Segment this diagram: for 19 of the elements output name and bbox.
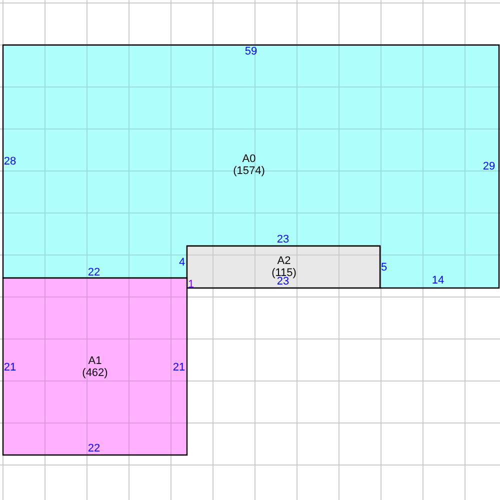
dimension-label: 22 <box>88 268 100 278</box>
area-label: A0 (1574) <box>233 153 265 177</box>
dimension-label: 23 <box>276 276 290 288</box>
dimension-label: 29 <box>482 162 496 172</box>
dimension-label: 5 <box>380 262 388 274</box>
dimension-label: 4 <box>178 258 186 268</box>
dimension-label: 23 <box>276 234 290 246</box>
dimension-label: 59 <box>244 46 258 58</box>
dimension-label: 21 <box>172 362 186 374</box>
dimension-label: 14 <box>432 276 444 286</box>
room-area <box>187 246 380 288</box>
dimension-label: 1 <box>188 280 194 290</box>
area-label: A2 (115) <box>272 255 296 279</box>
dimension-label: 22 <box>88 444 100 454</box>
area-label: A1 (462) <box>82 355 108 379</box>
dimension-label: 28 <box>4 156 16 168</box>
room-area <box>3 45 499 288</box>
dimension-label: 21 <box>4 362 16 374</box>
room-area <box>3 278 187 455</box>
